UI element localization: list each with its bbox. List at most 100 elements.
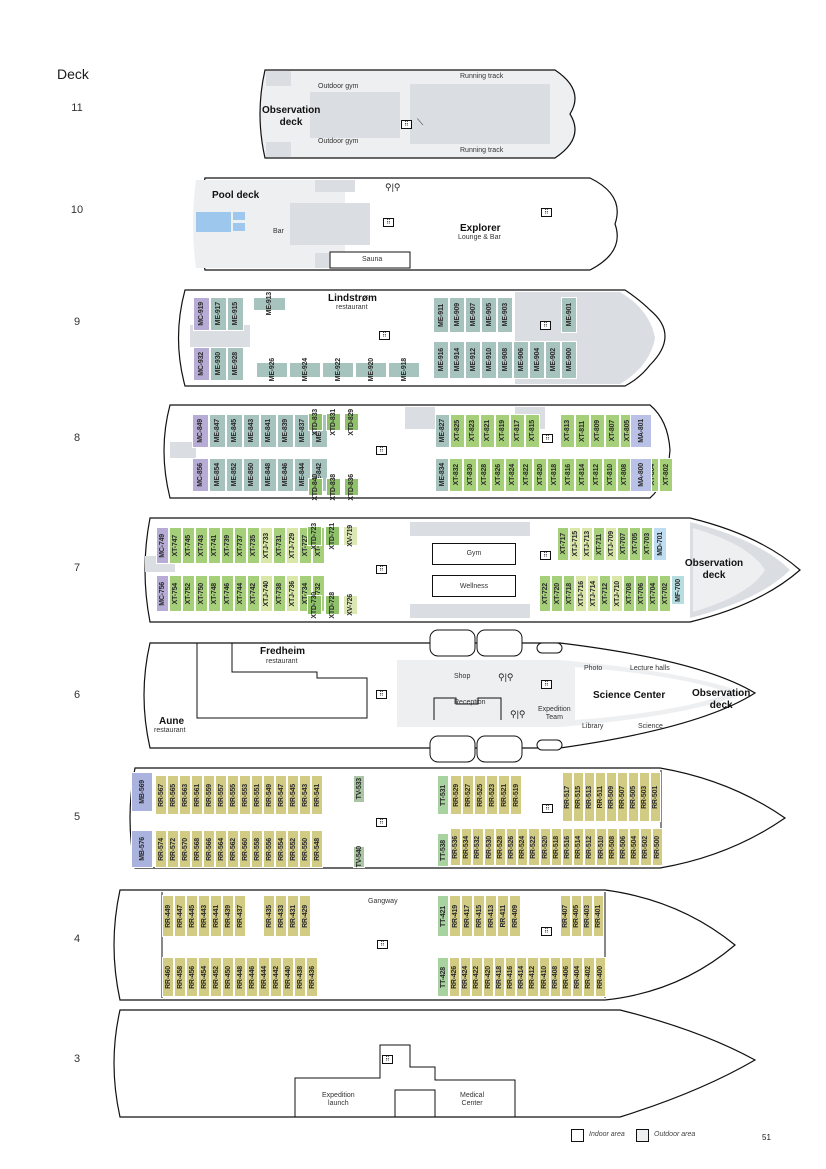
cabin-me-911: ME-911	[433, 297, 449, 333]
cabin-label: XT-742	[250, 582, 257, 605]
cabin-label: XT-818	[550, 464, 558, 486]
deck-7-wellness-room	[432, 575, 516, 597]
elevator-icon: ⠿	[376, 818, 387, 827]
page-number: 51	[762, 1133, 771, 1142]
cabin-rr-519: RR-519	[510, 775, 522, 815]
cabin-label: RR-445	[188, 904, 196, 928]
cabin-xt-744: XT-744	[234, 575, 247, 612]
deck-6-reception: Reception	[454, 699, 486, 706]
cabin-label: RR-413	[487, 904, 495, 928]
cabin-label: ME-848	[265, 463, 272, 487]
cabin-rr-553: RR-553	[239, 775, 251, 815]
cabin-label: RR-525	[476, 783, 484, 807]
cabin-rr-554: RR-554	[275, 830, 287, 868]
cabin-xt-702: XT-702	[659, 575, 671, 612]
cabin-xtj-733: XTJ-733	[260, 527, 273, 564]
cabin-rr-411: RR-411	[497, 895, 509, 937]
cabin-label: XT-824	[508, 464, 516, 486]
cabin-label: XT-832	[452, 464, 460, 486]
deck-10-bar: Bar	[273, 228, 284, 235]
cabin-label: MC-919	[198, 302, 205, 326]
cabin-label: RR-528	[496, 835, 504, 859]
cabin-rr-412: RR-412	[527, 957, 539, 997]
cabin-xt-808: XT-808	[617, 458, 631, 492]
cabin-label: RR-554	[277, 837, 285, 861]
cabin-rr-548: RR-548	[311, 830, 323, 868]
cabin-label: RR-426	[451, 965, 459, 989]
cabin-xtj-736: XTJ-736	[286, 575, 299, 612]
cabin-xtj-710: XTJ-710	[611, 575, 623, 612]
cabin-xt-748: XT-748	[208, 575, 221, 612]
cabin-rr-431: RR-431	[287, 895, 299, 937]
cabin-me-912: ME-912	[465, 341, 481, 379]
cabin-tt-531: TT-531	[437, 775, 449, 815]
cabin-rr-521: RR-521	[498, 775, 510, 815]
cabin-label: MC-849	[197, 419, 204, 443]
cabin-label: XTD-840	[312, 473, 319, 501]
cabin-label: XT-739	[224, 534, 231, 557]
cabin-label: ME-912	[469, 348, 477, 372]
cabin-label: XT-720	[553, 582, 561, 605]
cabin-rr-417: RR-417	[461, 895, 473, 937]
cabin-rr-433: RR-433	[275, 895, 287, 937]
cabin-label: RR-458	[176, 965, 184, 989]
cabin-label: XT-752	[185, 582, 192, 605]
cabin-label: RR-440	[284, 965, 292, 989]
deck-3-medical-center: Medical Center	[460, 1092, 485, 1107]
cabin-rr-564: RR-564	[215, 830, 227, 868]
cabin-label: XTD-831	[330, 408, 337, 436]
cabin-me-850: ME-850	[243, 458, 260, 492]
cabin-xt-703: XT-703	[641, 527, 653, 561]
cabin-me-852: ME-852	[226, 458, 243, 492]
stairs-icon: ⟍	[417, 117, 424, 127]
elevator-icon: ⠿	[376, 446, 387, 455]
cabin-label: RR-530	[485, 835, 493, 859]
cabin-xtd-829: XTD-829	[344, 409, 359, 435]
cabin-rr-403: RR-403	[582, 895, 593, 937]
cabin-rr-409: RR-409	[509, 895, 521, 937]
cabin-label: XT-820	[536, 464, 544, 486]
cabin-me-903: ME-903	[497, 297, 513, 333]
deck-6-science-center: Science Center	[593, 690, 666, 701]
cabin-rr-513: RR-513	[584, 772, 595, 822]
cabin-label: RR-403	[584, 904, 591, 928]
cabin-tv-540: TV-540	[353, 846, 365, 868]
cabin-label: RR-536	[452, 835, 460, 859]
cabin-rr-407: RR-407	[560, 895, 571, 937]
cabin-rr-522: RR-522	[528, 828, 540, 866]
cabin-xv-726: XV-726	[343, 594, 358, 616]
cabin-label: ME-837	[299, 419, 306, 443]
cabin-label: RR-437	[236, 904, 244, 928]
cabin-label: RR-507	[619, 785, 626, 809]
cabin-rr-510: RR-510	[595, 828, 607, 866]
cabin-me-926: ME-926	[256, 358, 288, 382]
cabin-me-909: ME-909	[449, 297, 465, 333]
cabin-rr-418: RR-418	[493, 957, 505, 997]
cabin-label: RR-460	[164, 965, 172, 989]
cabin-label: XT-822	[522, 464, 530, 486]
deck-7-wellness: Wellness	[459, 583, 489, 590]
cabin-label: RR-547	[277, 783, 285, 807]
cabin-label: ME-846	[282, 463, 289, 487]
cabin-rr-563: RR-563	[179, 775, 191, 815]
cabin-label: RR-514	[575, 835, 583, 859]
cabin-me-914: ME-914	[449, 341, 465, 379]
cabin-xt-704: XT-704	[647, 575, 659, 612]
cabin-label: MB-576	[138, 837, 146, 861]
cabin-rr-448: RR-448	[234, 957, 246, 997]
cabin-label: MC-756	[159, 581, 166, 606]
cabin-label: ME-920	[367, 358, 375, 382]
deck-6-fredheim-sub: restaurant	[266, 658, 298, 665]
cabin-label: RR-436	[308, 965, 316, 989]
restroom-icon: ⚲|⚲	[510, 709, 526, 719]
cabin-rr-559: RR-559	[203, 775, 215, 815]
cabin-rr-447: RR-447	[174, 895, 186, 937]
cabin-label: ME-914	[453, 348, 461, 372]
cabin-label: RR-506	[620, 835, 628, 859]
cabin-label: RR-511	[597, 785, 604, 809]
cabin-me-845: ME-845	[226, 414, 243, 448]
cabin-rr-570: RR-570	[179, 830, 191, 868]
cabin-label: RR-543	[301, 783, 309, 807]
cabin-rr-560: RR-560	[239, 830, 251, 868]
cabin-label: RR-522	[530, 835, 538, 859]
